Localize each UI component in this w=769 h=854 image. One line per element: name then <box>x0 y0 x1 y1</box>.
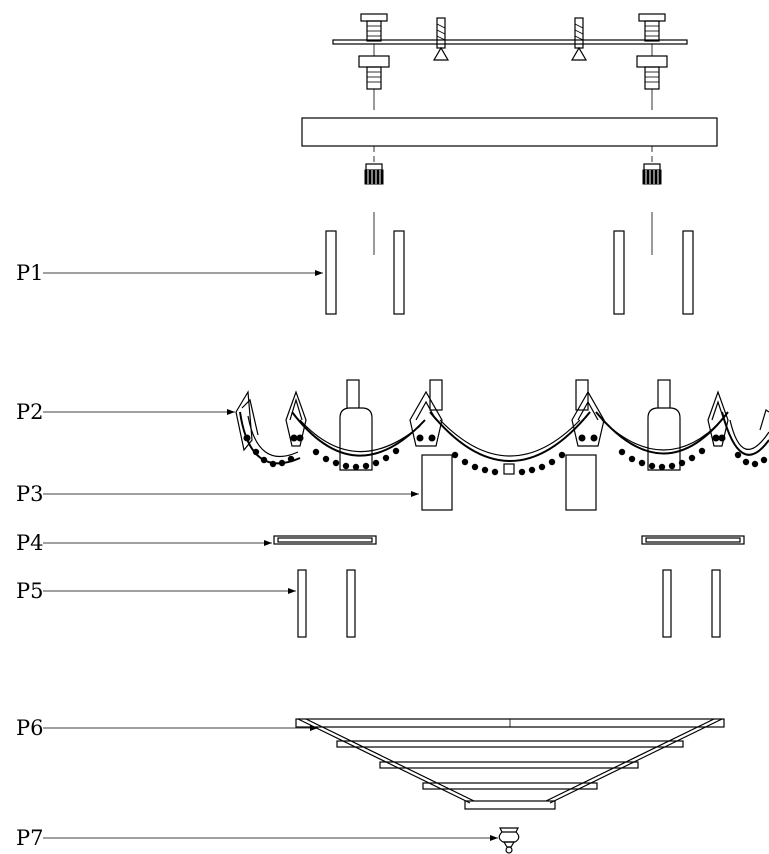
right-knurled-nut <box>642 163 662 185</box>
right-bolt <box>636 13 668 110</box>
label-p4: P4 <box>16 531 44 555</box>
part-p7-finial <box>498 827 520 854</box>
label-p2: P2 <box>16 400 44 424</box>
swag-ornaments <box>235 390 769 452</box>
part-p6-tiered-bowl <box>295 718 725 810</box>
left-screw <box>432 17 450 61</box>
label-p5: P5 <box>16 579 44 603</box>
left-bolt <box>358 13 390 110</box>
right-screw <box>570 17 588 61</box>
mounting-plate <box>332 39 688 45</box>
part-p1-rods <box>325 230 694 315</box>
part-p2-swag-arms <box>235 390 769 476</box>
part-p5-rods <box>297 569 721 638</box>
swag-beads <box>252 447 768 476</box>
label-p1: P1 <box>16 261 44 285</box>
mounting-hardware <box>301 13 718 255</box>
label-p3: P3 <box>16 482 44 506</box>
callout-leaders <box>43 270 498 841</box>
left-knurled-nut <box>364 163 384 185</box>
part-p4-plates <box>273 535 745 545</box>
label-p7: P7 <box>16 826 44 850</box>
label-p6: P6 <box>16 716 44 740</box>
canopy <box>301 117 718 147</box>
callout-labels: P1 P2 P3 P4 P5 P6 P7 <box>16 261 44 850</box>
